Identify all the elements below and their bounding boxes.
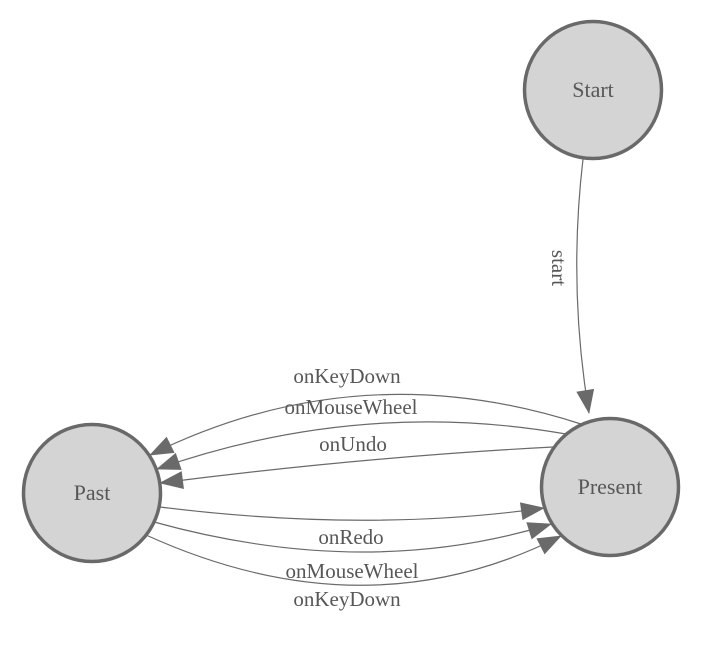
edge-layer bbox=[145, 158, 595, 586]
edge-present-to-past-onundo bbox=[159, 446, 554, 490]
node-start-label: Start bbox=[572, 77, 614, 102]
edge-past-to-present-onredo bbox=[159, 502, 545, 521]
edge-label-onkeydown-top: onKeyDown bbox=[293, 364, 401, 388]
node-past-circle bbox=[21, 422, 163, 564]
edge-label-onmousewheel-bottom: onMouseWheel bbox=[286, 559, 419, 583]
node-past-label: Past bbox=[74, 480, 111, 505]
node-start: Start bbox=[522, 19, 664, 161]
edge-label-onkeydown-bottom: onKeyDown bbox=[293, 587, 401, 611]
edge-start-to-present bbox=[576, 158, 595, 414]
node-present-circle bbox=[539, 416, 681, 558]
edge-label-start: start bbox=[547, 250, 571, 286]
node-present: Present bbox=[539, 416, 681, 558]
edge-present-to-past-onmousewheel bbox=[156, 421, 567, 470]
edge-label-onundo: onUndo bbox=[319, 432, 387, 456]
edge-past-to-present-onmousewheel bbox=[153, 521, 552, 553]
node-past: Past bbox=[21, 422, 163, 564]
node-start-circle bbox=[522, 19, 664, 161]
edge-past-to-present-onkeydown bbox=[145, 534, 562, 586]
edge-label-layer: start onKeyDown onMouseWheel onUndo onRe… bbox=[285, 250, 571, 611]
node-present-label: Present bbox=[578, 474, 643, 499]
edge-label-onmousewheel-top: onMouseWheel bbox=[285, 395, 418, 419]
edge-present-to-past-onkeydown bbox=[149, 393, 582, 456]
edge-label-onredo: onRedo bbox=[318, 525, 383, 549]
